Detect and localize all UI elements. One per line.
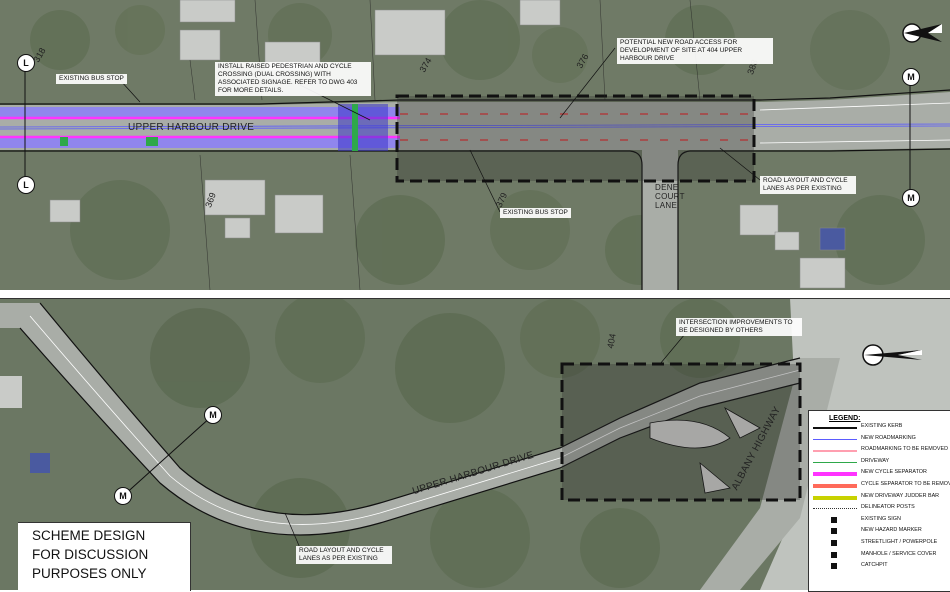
legend-item: EXISTING SIGN: [809, 515, 950, 527]
disclaimer-box: SCHEME DESIGN FOR DISCUSSION PURPOSES ON…: [18, 522, 191, 591]
legend-label: CATCHPIT: [861, 562, 888, 569]
legend-item: CYCLE SEPARATOR TO BE REMOVED: [809, 480, 950, 492]
note-potential-road-access: POTENTIAL NEW ROAD ACCESS FOR DEVELOPMEN…: [617, 38, 773, 64]
note-raised-crossing: INSTALL RAISED PEDESTRIAN AND CYCLE CROS…: [215, 62, 371, 96]
grid-tag-m-bottom: M: [902, 189, 920, 207]
legend-item: DRIVEWAY: [809, 457, 950, 469]
grid-tag-l-bottom: L: [17, 176, 35, 194]
grid-tag-m-lower: M: [114, 487, 132, 505]
legend-label: NEW HAZARD MARKER: [861, 527, 922, 534]
legend: LEGEND: EXISTING KERB NEW ROADMARKING ROAD…: [808, 410, 950, 592]
legend-swatch: [813, 508, 857, 510]
legend-label: DRIVEWAY: [861, 457, 890, 464]
legend-item: MANHOLE / SERVICE COVER: [809, 550, 950, 562]
legend-label: NEW CYCLE SEPARATOR: [861, 469, 927, 476]
disclaimer-line: FOR DISCUSSION: [32, 547, 149, 562]
legend-item: NEW ROADMARKING: [809, 434, 950, 446]
top-plan-panel: L L M M UPPER HARBOUR DRIVE DENE COURT L…: [0, 0, 950, 290]
highlight-box-intersection: [560, 362, 802, 502]
north-arrow-icon: [902, 23, 942, 43]
legend-swatch: [831, 539, 837, 546]
legend-swatch: [831, 563, 837, 570]
grid-tag-m-top: M: [902, 68, 920, 86]
legend-label: NEW ROADMARKING: [861, 434, 916, 441]
legend-item: EXISTING KERB: [809, 422, 950, 434]
legend-item: NEW CYCLE SEPARATOR: [809, 468, 950, 480]
legend-label: DELINEATOR POSTS: [861, 504, 915, 511]
road-label-dene-court-lane: DENE COURT LANE: [655, 183, 684, 210]
grid-tag-m-upper: M: [204, 406, 222, 424]
legend-item: CATCHPIT: [809, 561, 950, 573]
legend-swatch: [813, 483, 857, 488]
legend-item: NEW HAZARD MARKER: [809, 526, 950, 538]
road-label-upper-harbour-drive: UPPER HARBOUR DRIVE: [128, 122, 255, 133]
legend-swatch: [813, 495, 857, 500]
legend-swatch: [813, 427, 857, 429]
north-arrow-icon: [862, 344, 922, 366]
note-intersection-improvements: INTERSECTION IMPROVEMENTS TO BE DESIGNED…: [676, 318, 802, 336]
legend-swatch: [831, 551, 837, 558]
legend-title: LEGEND:: [829, 415, 861, 422]
note-road-layout-existing-bottom: ROAD LAYOUT AND CYCLE LANES AS PER EXIST…: [296, 546, 392, 564]
top-plan-drawing: [0, 0, 950, 290]
legend-swatch: [813, 461, 857, 464]
legend-label: NEW DRIVEWAY JUDDER BAR: [861, 492, 940, 499]
legend-swatch: [813, 472, 857, 477]
legend-label: ROADMARKING TO BE REMOVED: [861, 446, 948, 453]
note-existing-bus-stop-west: EXISTING BUS STOP: [56, 74, 127, 84]
road: [0, 89, 950, 290]
legend-swatch: [813, 438, 857, 441]
legend-label: EXISTING SIGN: [861, 515, 901, 522]
legend-label: EXISTING KERB: [861, 423, 903, 429]
legend-label: CYCLE SEPARATOR TO BE REMOVED: [861, 480, 950, 487]
legend-item: ROADMARKING TO BE REMOVED: [809, 445, 950, 457]
legend-item: STREETLIGHT / POWERPOLE: [809, 538, 950, 550]
leader-lines: [119, 47, 761, 213]
highlight-box-site-access: [395, 94, 756, 183]
disclaimer-line: PURPOSES ONLY: [32, 566, 147, 581]
legend-swatch: [813, 450, 857, 452]
legend-swatch: [831, 516, 837, 523]
note-existing-bus-stop-east: EXISTING BUS STOP: [500, 208, 571, 218]
legend-swatch: [831, 528, 837, 535]
disclaimer-line: SCHEME DESIGN: [32, 528, 146, 543]
legend-item: NEW DRIVEWAY JUDDER BAR: [809, 492, 950, 504]
note-road-layout-existing: ROAD LAYOUT AND CYCLE LANES AS PER EXIST…: [760, 176, 856, 194]
grid-tag-l-top: L: [17, 54, 35, 72]
legend-item: DELINEATOR POSTS: [809, 503, 950, 515]
legend-label: STREETLIGHT / POWERPOLE: [861, 538, 938, 545]
legend-label: MANHOLE / SERVICE COVER: [861, 550, 937, 557]
